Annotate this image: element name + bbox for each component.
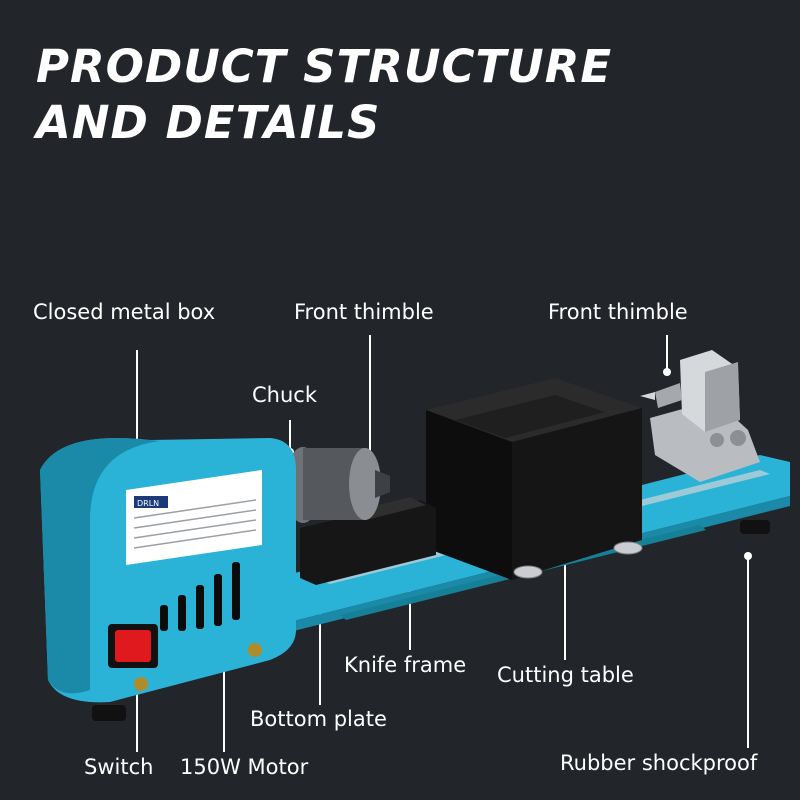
screw-motor <box>248 643 262 657</box>
nameplate-lines <box>133 499 257 549</box>
label-closed-metal-box: Closed metal box <box>33 300 216 324</box>
vent-slots <box>160 562 240 631</box>
label-front-thimble-left: Front thimble <box>294 300 434 324</box>
power-switch[interactable] <box>115 630 151 662</box>
label-chuck: Chuck <box>252 383 317 407</box>
label-switch: Switch <box>84 755 154 779</box>
label-front-thimble-right: Front thimble <box>548 300 688 324</box>
tailstock <box>640 350 760 482</box>
nameplate-brand: DRLN <box>137 499 159 508</box>
chuck <box>285 447 390 523</box>
label-motor: 150W Motor <box>180 755 309 779</box>
screw-switch <box>134 677 148 691</box>
page-title-line-2: AND DETAILS <box>36 96 381 149</box>
cutting-table <box>426 378 642 580</box>
rubber-feet <box>92 520 770 721</box>
label-rubber-shockproof: Rubber shockproof <box>560 751 758 775</box>
page-title-line-1: PRODUCT STRUCTURE <box>36 40 613 93</box>
label-cutting-table: Cutting table <box>497 663 634 687</box>
nameplate-brand-block <box>134 496 168 508</box>
label-bottom-plate: Bottom plate <box>250 707 387 731</box>
metal-box: DRLN <box>40 438 296 703</box>
label-knife-frame: Knife frame <box>344 653 467 677</box>
wing-nuts <box>513 541 643 579</box>
